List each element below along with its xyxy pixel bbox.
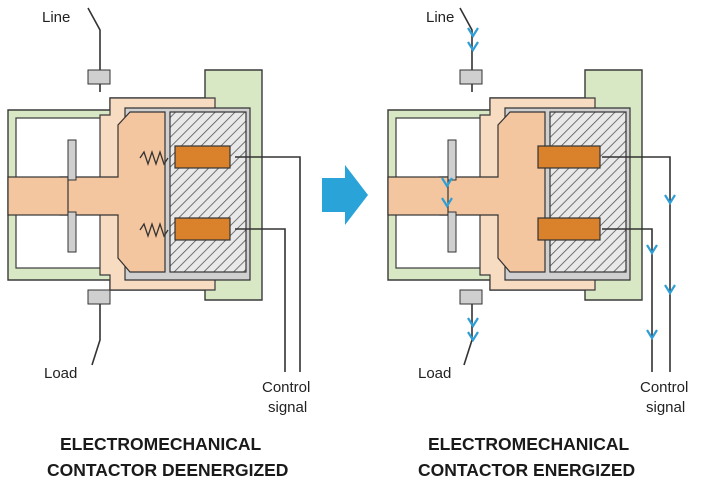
down-arrow-icon	[441, 197, 453, 209]
control-label-line2: signal	[646, 399, 685, 416]
lower-spring	[139, 221, 169, 239]
control-label-line2: signal	[268, 399, 307, 416]
energized-contactor: Line Load Control signal ELECTROMECHANIC…	[387, 7, 688, 480]
upper-spring	[139, 149, 169, 167]
right-arrow-icon	[322, 165, 368, 225]
control-wire-upper	[602, 156, 671, 372]
down-arrow-icon	[467, 41, 479, 53]
line-label: Line	[426, 9, 454, 26]
down-arrow-icon	[646, 244, 658, 256]
lower-coil	[174, 217, 231, 241]
load-terminal	[459, 289, 483, 305]
down-arrow-icon	[646, 329, 658, 341]
load-terminal	[87, 289, 111, 305]
right-caption-line2: CONTACTOR ENERGIZED	[418, 460, 635, 480]
left-caption-line1: ELECTROMECHANICAL	[60, 434, 262, 454]
down-arrow-icon	[664, 194, 676, 206]
lower-coil	[537, 217, 601, 241]
control-wire-upper	[235, 156, 301, 372]
down-arrow-icon	[441, 177, 453, 189]
line-label: Line	[42, 9, 70, 26]
down-arrow-icon	[467, 27, 479, 39]
load-wire	[91, 300, 101, 366]
control-label-line1: Control	[640, 379, 688, 396]
deenergized-contactor: Line Load Control signal ELECTROMECHANIC…	[7, 7, 310, 480]
upper-coil	[537, 145, 601, 169]
down-arrow-icon	[467, 331, 479, 343]
control-label-line1: Control	[262, 379, 310, 396]
load-label: Load	[44, 365, 77, 382]
right-caption-line1: ELECTROMECHANICAL	[428, 434, 630, 454]
upper-coil	[174, 145, 231, 169]
line-terminal	[459, 69, 483, 85]
control-wire-lower	[602, 228, 653, 372]
load-label: Load	[418, 365, 451, 382]
down-arrow-icon	[467, 317, 479, 329]
line-terminal	[87, 69, 111, 85]
control-wire-lower	[235, 228, 286, 372]
left-caption-line2: CONTACTOR DEENERGIZED	[47, 460, 288, 480]
down-arrow-icon	[664, 284, 676, 296]
